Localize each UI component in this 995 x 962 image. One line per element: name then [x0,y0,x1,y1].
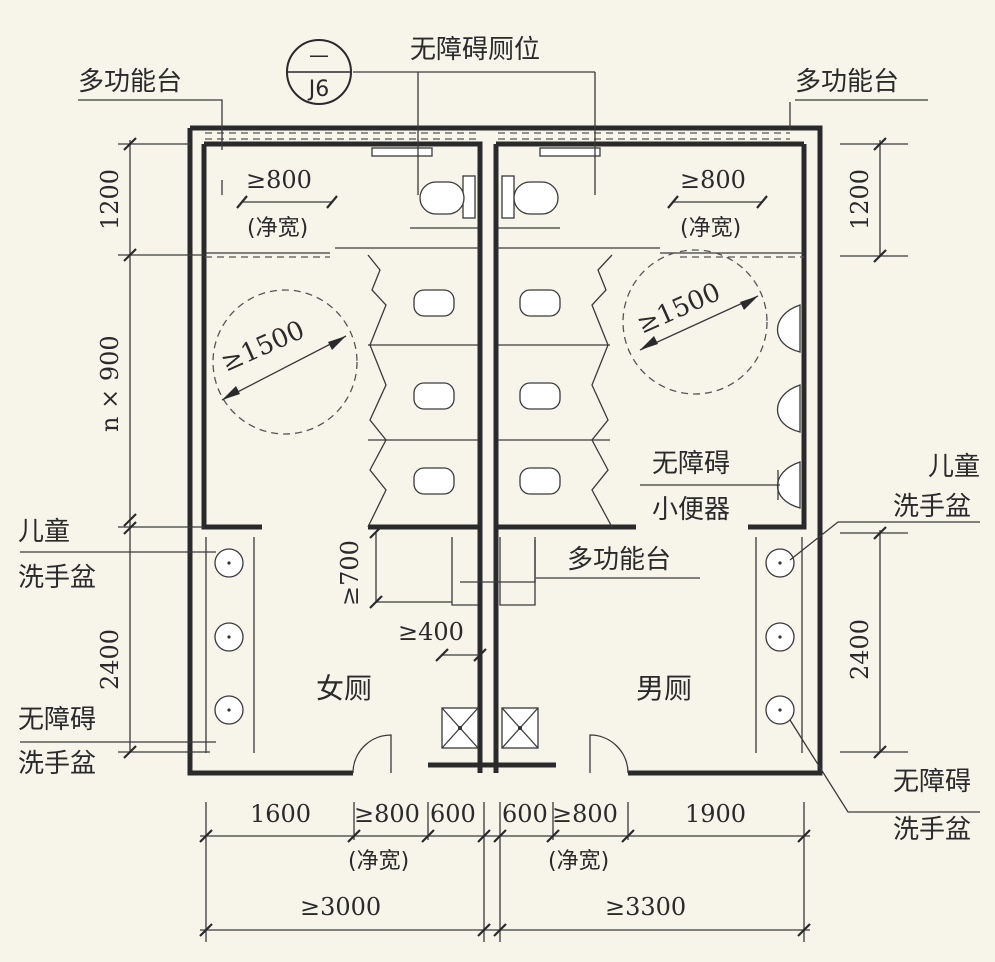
index-symbol-bottom: J6 [307,77,330,102]
label-acc-basin-left-1: 无障碍 [18,705,96,735]
left-dimensions: 1200 n × 900 2400 [96,137,210,759]
accessible-toilets [419,175,559,219]
squat-toilets [413,289,561,495]
right-dimensions: 1200 2400 [840,137,908,759]
mop-sinks [441,707,539,749]
dim-bottom-clear-right: (净宽) [548,849,609,874]
dim-bottom-clear-left: (净宽) [348,849,409,874]
basin-counters [205,537,803,753]
grab-bars [371,147,601,157]
dim-bottom-3000: ≥3000 [300,893,381,921]
label-acc-urinal-1: 无障碍 [652,449,730,479]
dim-left-2400: 2400 [96,629,124,690]
dim-clear-right: (净宽) [680,216,741,241]
label-acc-urinal-2: 小便器 [652,495,730,525]
dim-bottom-600-left: 600 [430,800,476,828]
top-counters [205,132,804,258]
index-symbol-top: — [309,43,329,67]
label-multi-counter-middle: 多功能台 [567,545,671,575]
dim-turn-left: ≥1500 [217,315,310,378]
label-men: 男厕 [636,672,692,705]
dim-bottom-800-left: ≥800 [354,800,420,828]
doors [352,734,629,774]
dim-bottom-1900: 1900 [685,800,746,828]
label-acc-basin-right-2: 洗手盆 [893,815,971,845]
label-accessible-stall: 无障碍厕位 [410,35,540,65]
stall-partitions [367,254,613,528]
label-multi-counter-right: 多功能台 [795,67,899,97]
dim-700: ≥700 [336,540,364,606]
label-women: 女厕 [316,672,372,705]
turning-circles [212,249,768,435]
label-child-basin-right-1: 儿童 [928,452,980,482]
label-acc-basin-right-1: 无障碍 [893,767,971,797]
dim-bottom-3300: ≥3300 [605,893,686,921]
dim-left-nx900: n × 900 [96,335,124,432]
dim-bottom-800-right: ≥800 [552,800,618,828]
dim-bottom-600-right: 600 [502,800,548,828]
dim-right-2400: 2400 [846,619,874,680]
inner-dimensions: ≥800 (净宽) ≥800 (净宽) ≥1500 ≥1500 ≥700 ≥40… [217,166,768,662]
label-acc-basin-left-2: 洗手盆 [18,749,96,779]
dim-door-right: ≥800 [680,166,746,194]
bottom-dimensions: 1600 ≥800 600 600 ≥800 1900 (净宽) (净宽) ≥3… [199,800,811,942]
index-symbol: — J6 [286,39,352,105]
label-child-basin-left-1: 儿童 [18,517,70,547]
leader-lines [20,71,980,813]
label-child-basin-left-2: 洗手盆 [18,563,96,593]
dim-clear-left: (净宽) [247,216,308,241]
dim-door-left: ≥800 [246,166,312,194]
dim-right-1200: 1200 [846,169,874,230]
labels: 多功能台 多功能台 无障碍厕位 多功能台 儿童 洗手盆 无障碍 洗手盆 儿童 洗… [18,35,980,845]
dim-400: ≥400 [398,618,464,646]
label-multi-counter-left: 多功能台 [78,67,182,97]
dim-turn-right: ≥1500 [633,277,726,340]
dim-bottom-1600: 1600 [250,800,311,828]
walls [187,125,823,776]
urinals [776,304,801,509]
label-child-basin-right-2: 洗手盆 [893,492,971,522]
dim-left-1200: 1200 [96,169,124,230]
